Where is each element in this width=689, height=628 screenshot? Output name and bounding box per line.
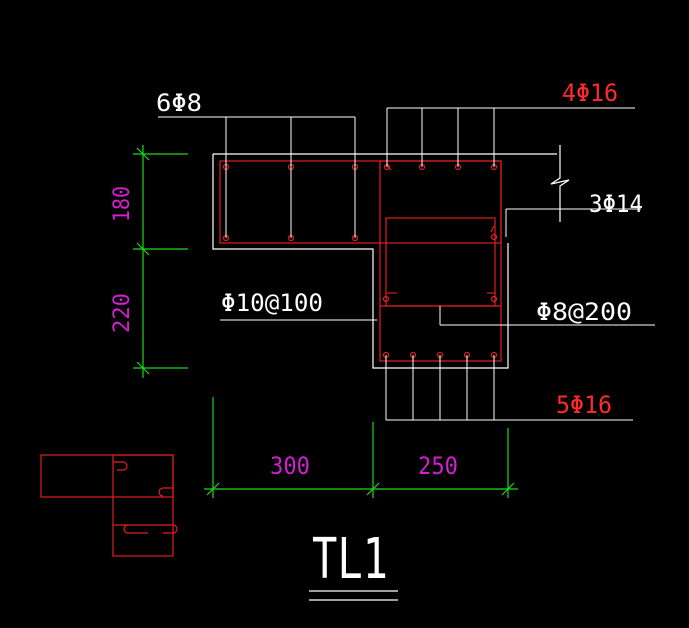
dim-text-web-width: 250 bbox=[418, 452, 458, 480]
label-top-flange-bars: 6Φ8 bbox=[156, 89, 202, 117]
dim-text-flange-width: 300 bbox=[270, 452, 310, 480]
hook-detail-icon bbox=[40, 454, 178, 557]
horizontal-dimension bbox=[204, 397, 518, 498]
dim-text-flange-thickness: 180 bbox=[110, 186, 135, 222]
leader-lines bbox=[158, 107, 655, 421]
concrete-outline bbox=[212, 153, 557, 369]
vertical-dimension bbox=[133, 145, 188, 378]
break-line-symbol bbox=[550, 145, 570, 222]
drawing-title: TL1 bbox=[312, 527, 388, 592]
web-stirrup-cage bbox=[379, 160, 502, 362]
label-side-bars: 3Φ14 bbox=[589, 190, 643, 218]
label-web-stirrup: Φ8@200 bbox=[536, 298, 632, 326]
flange-stirrup-cage bbox=[219, 160, 502, 244]
title-underline bbox=[309, 590, 398, 601]
rebar-dots bbox=[222, 163, 498, 359]
label-flange-stirrup: Φ10@100 bbox=[221, 289, 323, 317]
label-top-web-bars: 4Φ16 bbox=[562, 79, 618, 107]
dim-text-web-lower-height: 220 bbox=[110, 293, 135, 333]
label-bottom-bars: 5Φ16 bbox=[556, 391, 612, 419]
